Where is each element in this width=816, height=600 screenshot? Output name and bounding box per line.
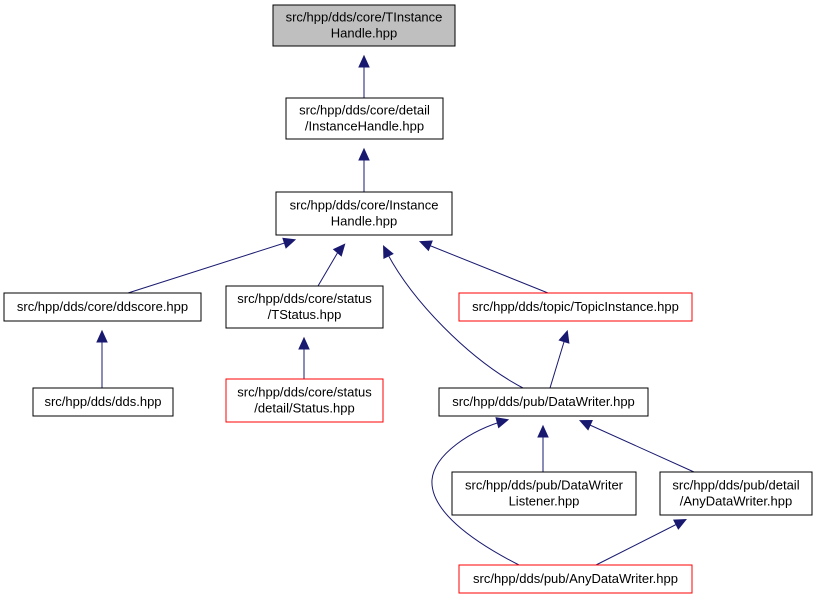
node-label: src/hpp/dds/pub/detail [672,478,799,493]
arrowhead [332,243,346,257]
node-topicinstance[interactable]: src/hpp/dds/topic/TopicInstance.hpp [458,292,693,322]
node-label: src/hpp/dds/pub/AnyDataWriter.hpp [473,571,678,586]
node-detail-instancehandle[interactable]: src/hpp/dds/core/detail/InstanceHandle.h… [285,97,444,140]
arrowhead [298,336,310,350]
arrowhead [358,147,370,161]
node-box [438,387,649,417]
node-label: /detail/Status.hpp [254,401,354,416]
edge-datawriterlistener-to-datawriter [537,424,549,472]
arrowhead [282,237,297,249]
node-label: src/hpp/dds/core/ddscore.hpp [17,299,188,314]
edge-detail-anydatawriter-to-datawriter [578,420,695,473]
edge-dds-to-ddscore [96,329,108,388]
node-label: Listener.hpp [509,494,580,509]
edge-anydatawriter-to-detail-anydatawriter [595,519,687,566]
node-label: src/hpp/dds/core/status [237,291,372,306]
edge-line [383,246,524,389]
node-box [272,4,456,47]
edge-anydatawriter-to-datawriter [431,417,520,566]
arrowhead [96,329,108,343]
node-label: Handle.hpp [331,26,398,41]
edge-ddscore-to-instancehandle [127,237,297,294]
edge-line [431,419,520,566]
node-label: src/hpp/dds/core/detail [299,103,430,118]
arrowhead [537,424,549,438]
node-anydatawriter[interactable]: src/hpp/dds/pub/AnyDataWriter.hpp [458,564,693,594]
nodes-layer: src/hpp/dds/core/TInstanceHandle.hppsrc/… [3,4,813,594]
edge-line [580,420,695,473]
node-label: src/hpp/dds/core/status [237,385,372,400]
node-box [285,97,444,140]
node-label: src/hpp/dds/pub/DataWriter [465,478,624,493]
node-tstatus[interactable]: src/hpp/dds/core/status/TStatus.hpp [225,285,384,329]
node-box [3,292,202,322]
node-label: /TStatus.hpp [268,307,342,322]
node-label: src/hpp/dds/core/TInstance [286,10,443,25]
arrowhead [383,245,394,259]
node-box [275,191,453,236]
node-label: /InstanceHandle.hpp [305,119,424,134]
node-datawriter[interactable]: src/hpp/dds/pub/DataWriter.hpp [438,387,649,417]
node-instancehandle[interactable]: src/hpp/dds/core/InstanceHandle.hpp [275,191,453,236]
node-label: src/hpp/dds/core/Instance [290,198,439,213]
edge-topicinstance-to-instancehandle [418,240,549,294]
node-label: Handle.hpp [331,214,398,229]
arrowhead [358,54,370,68]
edge-line [420,241,549,294]
edge-line [595,519,686,566]
node-status-detail[interactable]: src/hpp/dds/core/status/detail/Status.hp… [225,378,384,423]
edge-tstatus-to-instancehandle [317,243,346,287]
edge-datawriter-to-instancehandle [383,245,524,389]
edge-instancehandle-to-detail-instancehandle [358,147,370,192]
arrowhead [495,417,510,429]
edge-status-detail-to-tstatus [298,336,310,379]
node-label: src/hpp/dds/dds.hpp [44,394,161,409]
node-box [451,471,637,516]
node-box [458,292,693,322]
node-box [225,285,384,329]
node-detail-anydatawriter[interactable]: src/hpp/dds/pub/detail/AnyDataWriter.hpp [659,471,813,516]
arrowhead [673,519,687,530]
node-label: src/hpp/dds/pub/DataWriter.hpp [452,394,635,409]
edge-line [127,239,295,294]
node-box [659,471,813,516]
node-dds[interactable]: src/hpp/dds/dds.hpp [32,387,174,417]
node-label: /AnyDataWriter.hpp [680,494,792,509]
arrowhead [558,329,570,344]
node-box [32,387,174,417]
arrowhead [578,420,593,431]
node-ddscore[interactable]: src/hpp/dds/core/ddscore.hpp [3,292,202,322]
edges-layer [96,54,695,566]
arrowhead [418,240,433,252]
edge-datawriter-to-topicinstance [549,329,570,389]
node-label: src/hpp/dds/topic/TopicInstance.hpp [472,299,679,314]
node-box [225,378,384,423]
edge-detail-instancehandle-to-tinstancehandle [358,54,370,98]
node-box [458,564,693,594]
